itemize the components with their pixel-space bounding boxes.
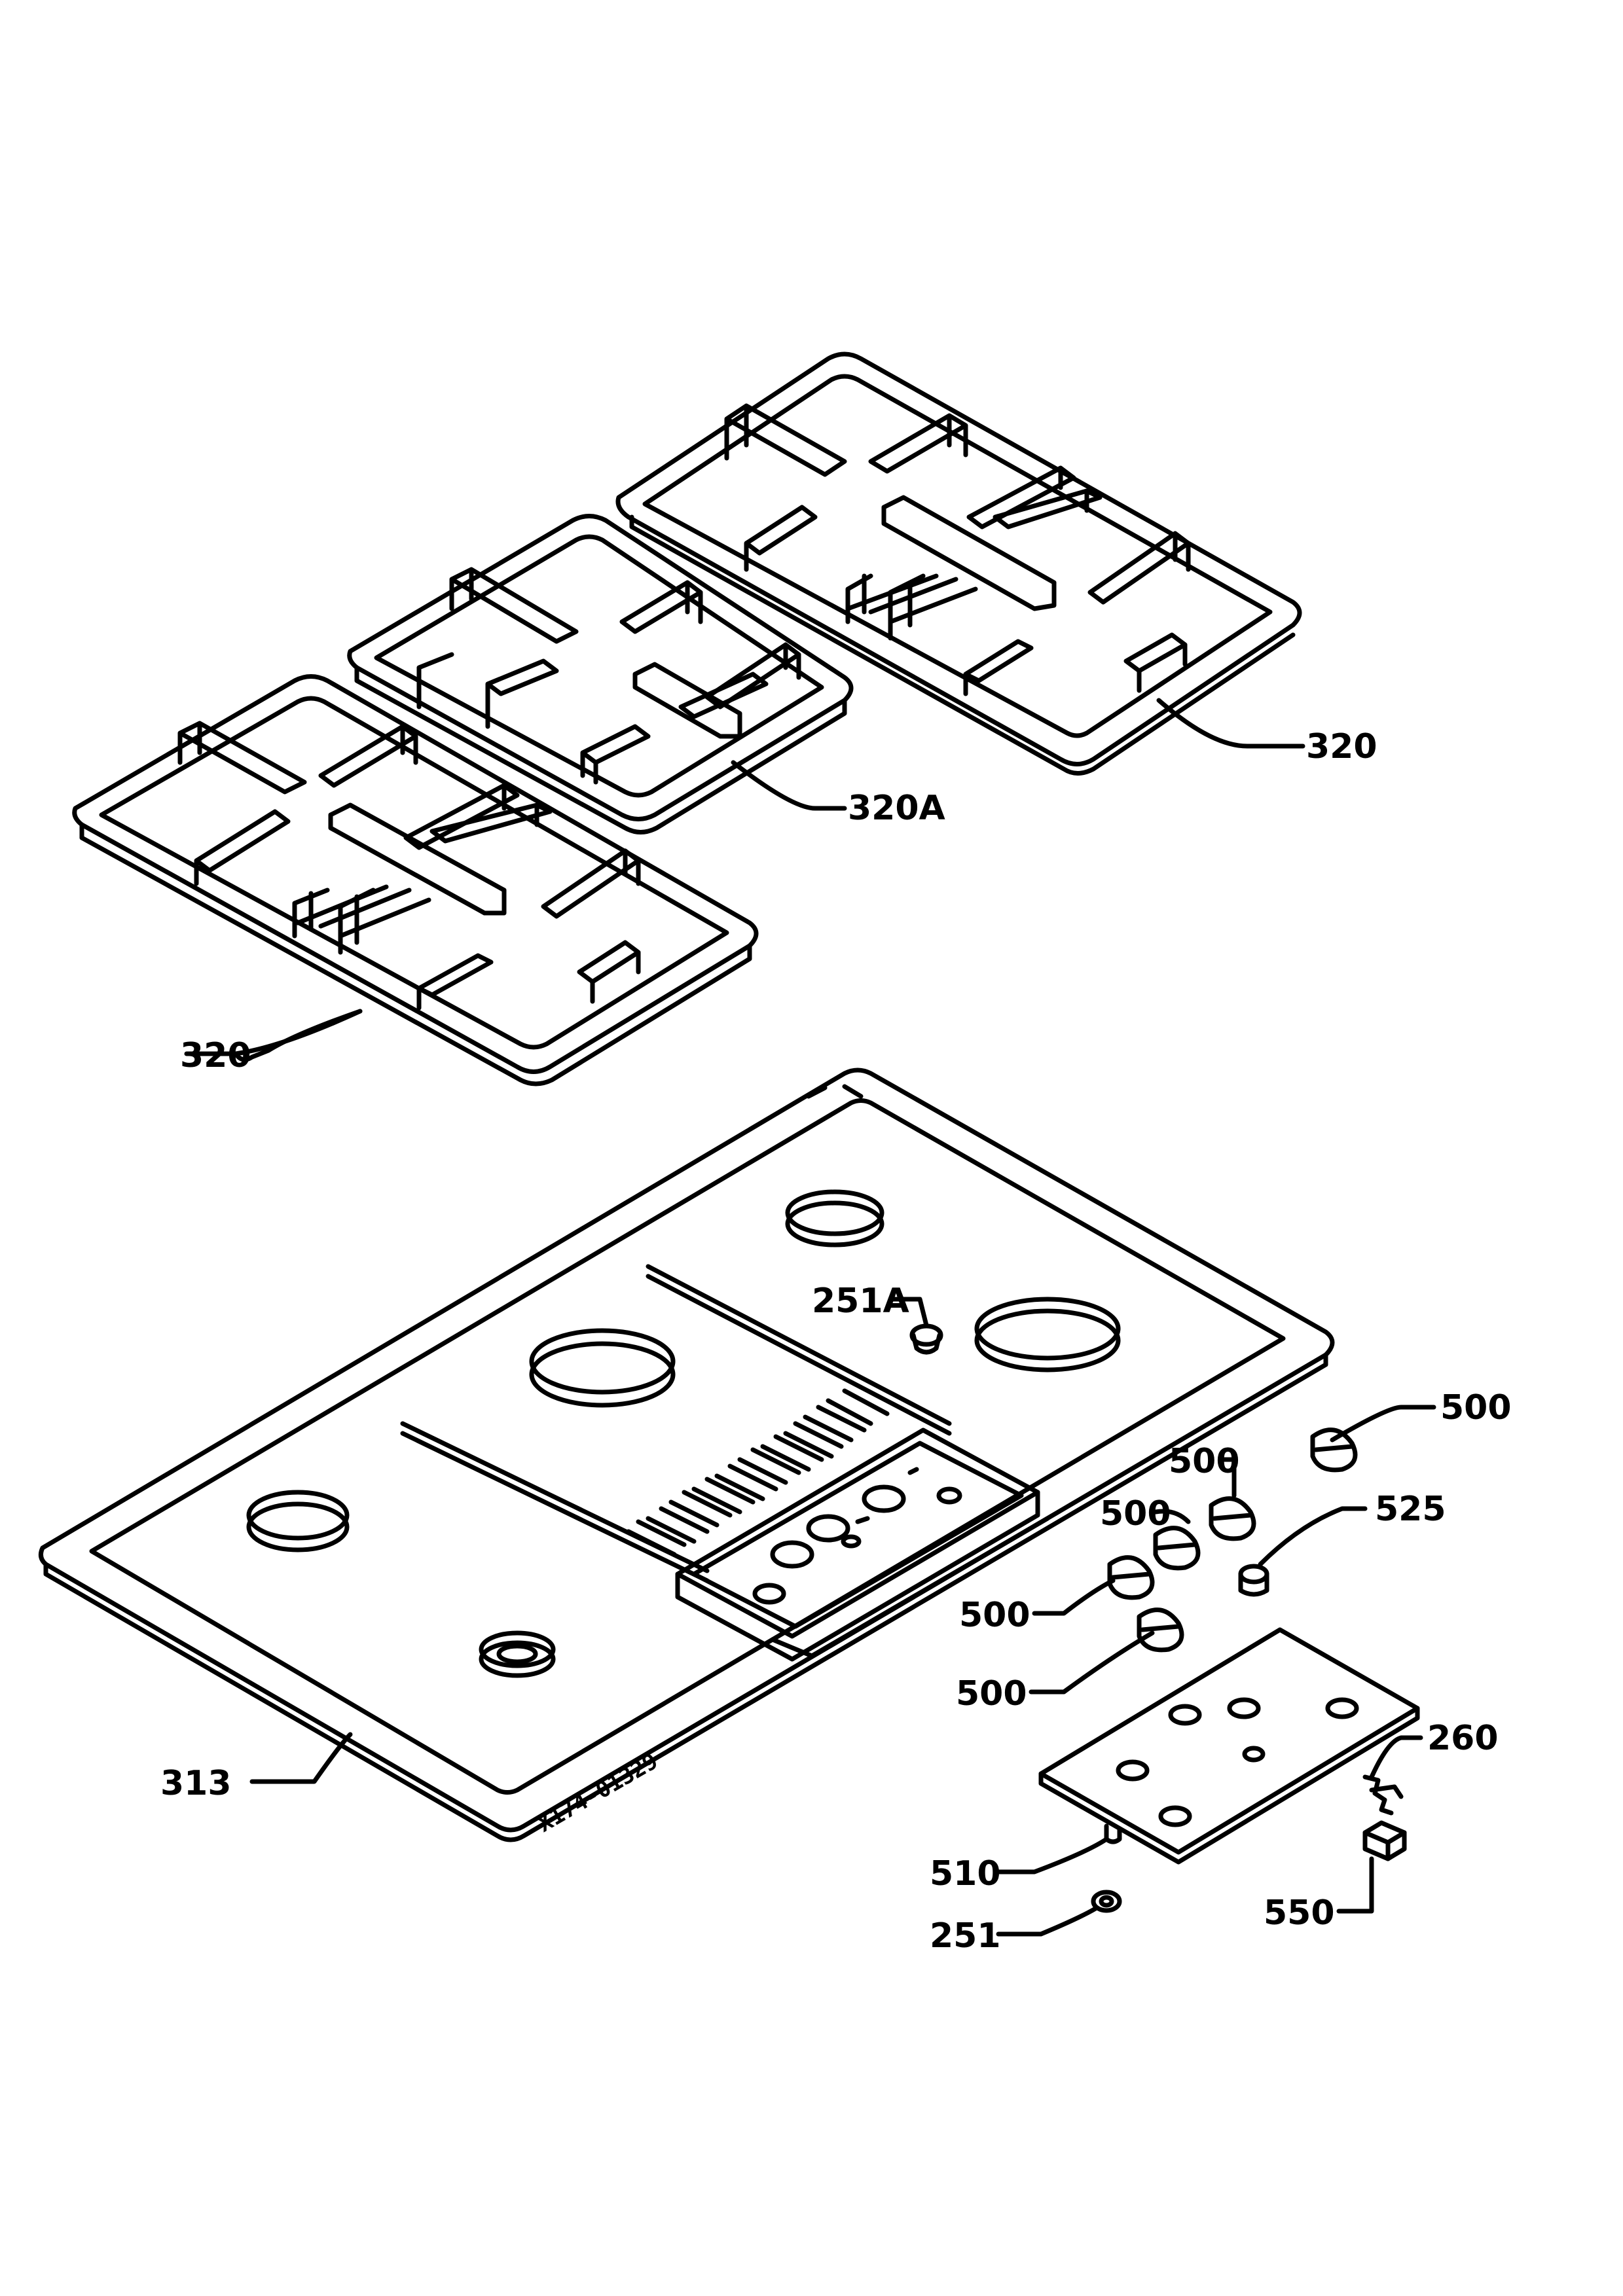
- hob-top-plate: X174-01329: [38, 1067, 1335, 1842]
- control-knob-a: [1310, 1427, 1358, 1473]
- burner-left: [246, 1490, 350, 1552]
- control-knob-c: [1153, 1526, 1201, 1571]
- burner-right-large: [974, 1297, 1121, 1372]
- vent-slots: [626, 1388, 890, 1557]
- label-251A: 251A: [812, 1282, 909, 1321]
- label-251: 251: [930, 1916, 1001, 1956]
- burner-front-small: [479, 1630, 556, 1678]
- burner-cap-251: [1091, 1890, 1122, 1913]
- label-500-d: 500: [959, 1596, 1030, 1635]
- control-knob-e: [1137, 1607, 1184, 1653]
- label-320-right: 320: [1306, 727, 1377, 766]
- label-550: 550: [1264, 1893, 1335, 1933]
- label-320-left: 320: [180, 1036, 251, 1075]
- label-510: 510: [930, 1854, 1001, 1893]
- diagram-code: X174-01329: [534, 1748, 663, 1838]
- label-500-e: 500: [956, 1674, 1027, 1713]
- burner-cap-251A: [909, 1323, 943, 1355]
- burner-center-large: [529, 1328, 676, 1408]
- microswitch-550: [1362, 1820, 1407, 1861]
- leader-lines: [184, 698, 1436, 1937]
- burner-rear-right: [785, 1189, 884, 1247]
- control-knob-d: [1107, 1555, 1155, 1600]
- fascia-panel-510: [1038, 1627, 1420, 1865]
- label-320A: 320A: [848, 789, 945, 828]
- ignition-button-525: [1238, 1564, 1269, 1597]
- pan-support-grate-left: [72, 674, 759, 1086]
- label-260: 260: [1427, 1719, 1499, 1758]
- pan-support-grate-middle: [347, 514, 854, 834]
- label-500-a: 500: [1440, 1388, 1512, 1427]
- control-panel-strip: [675, 1427, 1040, 1662]
- spring-clip-260: [1362, 1774, 1404, 1816]
- label-525: 525: [1375, 1490, 1446, 1529]
- pan-support-grate-right: [615, 351, 1302, 776]
- label-500-b: 500: [1169, 1442, 1240, 1481]
- label-500-c: 500: [1100, 1494, 1171, 1534]
- label-313: 313: [160, 1764, 232, 1803]
- control-knob-b: [1209, 1496, 1256, 1541]
